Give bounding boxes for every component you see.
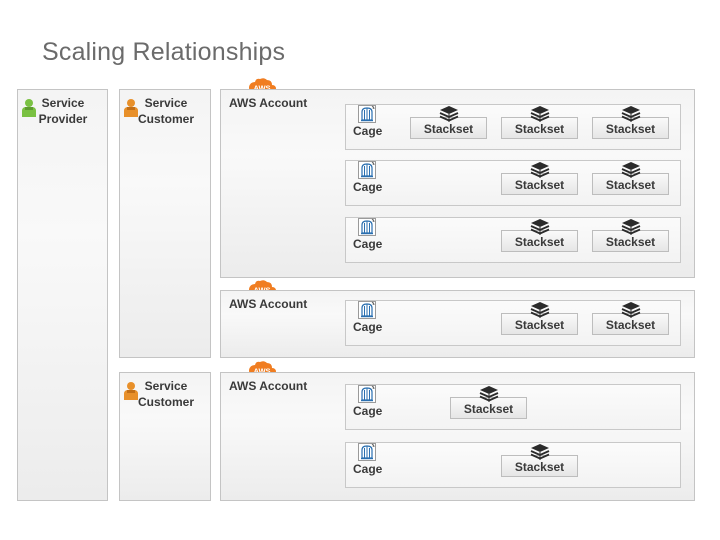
stackset-box: Stackset: [501, 455, 578, 477]
customer-label-line2: Customer: [137, 112, 194, 126]
aws-account-label: AWS Account: [229, 379, 308, 393]
stackset-box: Stackset: [450, 397, 527, 419]
customer-label-line1: Service: [144, 379, 188, 393]
customer-label: Service Customer: [134, 95, 198, 127]
cage-icon: [358, 385, 376, 403]
stackset-label: Stackset: [514, 235, 565, 249]
stackset-box: Stackset: [501, 230, 578, 252]
stack-icon: [621, 218, 641, 236]
stack-icon: [439, 105, 459, 123]
stackset-box: Stackset: [592, 117, 669, 139]
stackset-label: Stackset: [423, 122, 474, 136]
stack-icon: [530, 443, 550, 461]
stack-icon: [530, 105, 550, 123]
stackset-box: Stackset: [592, 313, 669, 335]
service-customer-panel: Service Customer: [119, 89, 211, 358]
stack-icon: [530, 301, 550, 319]
cage-icon: [358, 218, 376, 236]
stack-icon: [621, 301, 641, 319]
service-customer-panel: Service Customer: [119, 372, 211, 501]
cage-icon: [358, 443, 376, 461]
cage-icon: [358, 105, 376, 123]
cage-label: Cage: [353, 462, 383, 476]
customer-label-line1: Service: [144, 96, 188, 110]
cage-row: Cage Stackset Stackset: [345, 160, 681, 206]
stackset-box: Stackset: [501, 313, 578, 335]
stack-icon: [530, 218, 550, 236]
provider-label: Service Provider: [32, 95, 94, 127]
stackset-box: Stackset: [501, 173, 578, 195]
stack-icon: [621, 161, 641, 179]
cage-row: Cage Stackset Stackset Stackset: [345, 104, 681, 150]
cage-icon: [358, 301, 376, 319]
aws-account-label: AWS Account: [229, 96, 308, 110]
stackset-label: Stackset: [514, 122, 565, 136]
customer-label: Service Customer: [134, 378, 198, 410]
provider-label-line1: Service: [41, 96, 85, 110]
cage-label: Cage: [353, 237, 383, 251]
cage-label: Cage: [353, 180, 383, 194]
stackset-label: Stackset: [514, 178, 565, 192]
page-title: Scaling Relationships: [42, 38, 286, 66]
stackset-box: Stackset: [592, 173, 669, 195]
stackset-box: Stackset: [410, 117, 487, 139]
service-provider-panel: Service Provider: [17, 89, 108, 501]
cage-label: Cage: [353, 320, 383, 334]
stackset-label: Stackset: [514, 460, 565, 474]
stack-icon: [530, 161, 550, 179]
provider-label-line2: Provider: [38, 112, 88, 126]
stackset-label: Stackset: [605, 178, 656, 192]
cage-row: Cage Stackset: [345, 442, 681, 488]
cage-label: Cage: [353, 124, 383, 138]
customer-label-line2: Customer: [137, 395, 194, 409]
stack-icon: [621, 105, 641, 123]
stackset-label: Stackset: [605, 318, 656, 332]
stackset-label: Stackset: [605, 122, 656, 136]
stackset-label: Stackset: [514, 318, 565, 332]
aws-account-label: AWS Account: [229, 297, 308, 311]
stackset-label: Stackset: [605, 235, 656, 249]
cage-label: Cage: [353, 404, 383, 418]
cage-row: Cage Stackset Stackset: [345, 217, 681, 263]
stackset-box: Stackset: [592, 230, 669, 252]
stack-icon: [479, 385, 499, 403]
cage-row: Cage Stackset Stackset: [345, 300, 681, 346]
stackset-box: Stackset: [501, 117, 578, 139]
stackset-label: Stackset: [463, 402, 514, 416]
cage-row: Cage Stackset: [345, 384, 681, 430]
cage-icon: [358, 161, 376, 179]
